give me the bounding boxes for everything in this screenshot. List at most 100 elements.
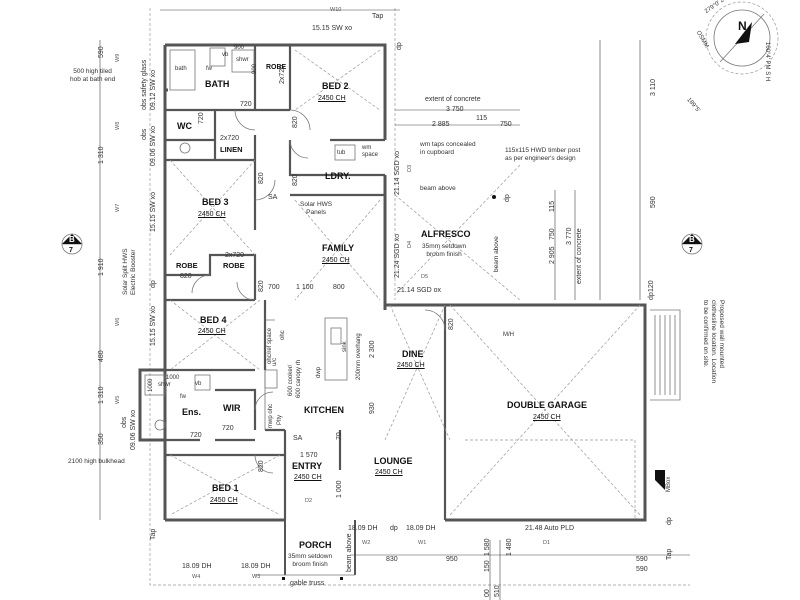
tag-w4: W4: [192, 574, 201, 580]
door-swing: [254, 454, 274, 474]
fixture-manhole: M/H: [503, 332, 514, 338]
fixture-mwp-ohc: mwp ohc: [268, 403, 274, 428]
fixture-cooker: 600 cooker/: [288, 364, 294, 396]
room-linen: LINEN: [220, 145, 243, 154]
section-right-number: 7: [689, 247, 693, 254]
kitchen-island: [324, 317, 348, 381]
door-swing: [254, 391, 274, 411]
dim-590b: 590: [650, 196, 657, 208]
fixture-sink: sink: [342, 341, 348, 352]
dim-dp3: dp: [504, 194, 511, 202]
room-wir: WIR: [223, 403, 241, 413]
dim-sa2: SA: [293, 435, 303, 442]
bed4-ceiling: [169, 299, 261, 371]
dim-sgd-2114a: 21.14 SGD xo: [394, 151, 401, 195]
dim-1000a: 1000: [166, 375, 180, 381]
dim-b950: 950: [446, 556, 458, 563]
dim-820e: 820: [258, 280, 265, 292]
dine-ceiling: [384, 304, 451, 441]
dim-dh-1809c: 18.09 DH: [348, 525, 378, 532]
dim-3110: 3 110: [650, 79, 657, 96]
dim-2x720c: 2x720: [225, 252, 245, 259]
compass-north: N: [738, 19, 747, 33]
fixture-dwp: dwp: [316, 366, 322, 378]
laundry-tub: [334, 144, 356, 161]
note-obs2: obs: [121, 416, 128, 428]
note-timber-post: 115x115 HWD timber post as per engineer'…: [505, 147, 581, 163]
tag-w8: W8: [115, 121, 121, 130]
tag-w5: W5: [115, 395, 121, 404]
ceiling-bed4: 2450 CH: [198, 328, 226, 335]
dim-b00: 00: [484, 589, 491, 597]
dim-b510: 510: [494, 585, 501, 597]
clothesline-area: [650, 309, 681, 401]
fixture-overhang: 200mm overhang: [356, 333, 362, 380]
tag-d4: D4: [407, 240, 413, 248]
ens-toilet: [154, 419, 166, 431]
dim-sw-1515b: 15.15 SW xo: [150, 305, 157, 346]
interior-walls: [165, 45, 447, 520]
note-alfresco-setdown: 35mm setdown broom finish: [422, 243, 467, 259]
section-left-letter: B: [69, 235, 75, 244]
dim-sa1: SA: [268, 194, 278, 201]
room-robe-left: ROBE: [176, 261, 198, 270]
section-left-number: 7: [69, 247, 73, 254]
note-gable-truss: gable truss: [290, 580, 325, 587]
dim-3770: 3 770: [566, 227, 573, 245]
dim-590c: 590: [636, 556, 648, 563]
post-icon: [492, 195, 496, 199]
dim-tap-left: Tap: [150, 528, 157, 540]
dim-750b: 750: [549, 228, 556, 240]
tag-w2: W2: [362, 540, 371, 546]
dim-sgd-2114b: 21.14 SGD ox: [397, 287, 441, 294]
dim-2x720a: 2x720: [279, 64, 286, 84]
dim-720d: 720: [222, 425, 234, 432]
note-obs-safety: obs safety glass: [141, 59, 148, 110]
room-ensuite: Ens.: [182, 407, 202, 417]
dim-left-1310b: 1 310: [98, 386, 105, 404]
ceiling-entry: 2450 CH: [294, 474, 322, 481]
dim-720b: 720: [198, 112, 205, 124]
dim-3750: 3 750: [446, 106, 464, 113]
dim-800: 800: [333, 284, 345, 291]
ens-shower: [144, 374, 166, 396]
ceiling-bed3: 2450 CH: [198, 211, 226, 218]
room-bed1: BED 1: [212, 483, 239, 493]
dim-115a: 115: [476, 115, 488, 122]
fixture-vb: vb: [222, 52, 229, 58]
ceiling-family: 2450 CH: [322, 257, 350, 264]
dim-extent-concrete-2: extent of concrete: [576, 228, 583, 284]
dim-1100: 1 100: [296, 284, 314, 291]
room-laundry: LDRY.: [325, 171, 351, 181]
dim-left-1910: 1 910: [98, 258, 105, 276]
fixture-pantry: Plty: [277, 414, 283, 425]
dim-820d: 820: [180, 273, 192, 280]
fixture-ens-shwr: shwr: [158, 382, 171, 388]
dim-2300: 2 300: [369, 340, 376, 358]
dim-820f: 820: [448, 318, 455, 330]
door-swing: [236, 281, 256, 301]
ceiling-dine: 2450 CH: [397, 362, 425, 369]
clothesline: [654, 315, 676, 395]
dim-dh-1809b: 18.09 DH: [241, 563, 271, 570]
dim-sw-1515a: 15.15 SW xo: [150, 191, 157, 232]
room-wc: WC: [177, 121, 192, 131]
dim-top-sw: 15.15 SW xo: [312, 25, 353, 32]
dim-120: 120: [648, 280, 655, 292]
note-clothesline: Proposed wall mounted clothesline locati…: [701, 300, 725, 384]
right-dim-lines: [599, 40, 641, 300]
tag-w6: W6: [115, 317, 121, 326]
compass-bearing-right: 100°4' PM S H: [764, 42, 770, 82]
fixture-bath: bath: [175, 66, 187, 72]
dim-b590: 590: [636, 566, 648, 573]
door-swing: [289, 139, 309, 159]
door-swing: [424, 309, 446, 331]
room-double-garage: DOUBLE GARAGE: [507, 400, 588, 410]
dim-2885: 2 885: [432, 121, 450, 128]
fixture-ohc-ref: ohc/ref space: [267, 327, 273, 364]
room-alfresco: ALFRESCO: [421, 229, 471, 239]
dim-auto-pld: 21.48 Auto PLD: [525, 525, 575, 532]
cooker: [264, 369, 278, 389]
dim-tap-br: Tap: [666, 548, 673, 560]
tag-w10: W10: [330, 7, 342, 13]
